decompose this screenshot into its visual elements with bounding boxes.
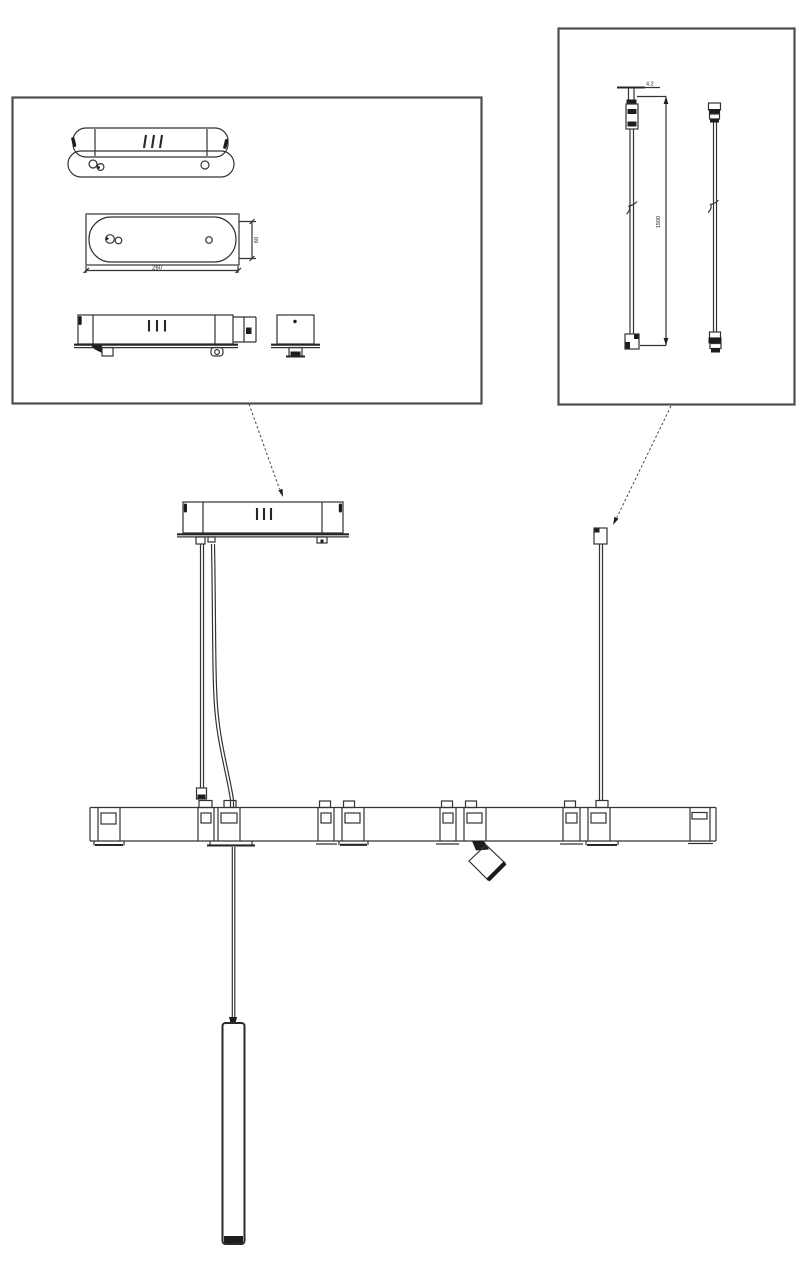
track-connector-pair-1 [197, 799, 255, 847]
mounting-foot [210, 346, 224, 357]
main-canopy [177, 501, 349, 545]
break-symbol [707, 199, 719, 213]
suspension-cable-with-gripper: 4.2 1500 [617, 82, 669, 350]
screw-hole [96, 163, 105, 172]
cable-top-tab [595, 799, 609, 809]
canopy-perspective-view [67, 127, 235, 178]
canopy-power-cord [210, 543, 235, 807]
cables-detail-box-border [557, 27, 796, 406]
mounting-foot [316, 536, 328, 544]
track-connector-pair-3 [436, 800, 487, 845]
cable-wire [629, 129, 635, 334]
cord-top-tab [223, 799, 237, 809]
canopy-height-label: 60 [254, 237, 260, 243]
canopy-width-label: 260 [152, 266, 163, 272]
spotlight-body [468, 844, 506, 881]
cable-wire [712, 122, 718, 332]
spotlight-yoke [472, 841, 489, 851]
track-connector-pair-4 [560, 799, 619, 847]
callout-leaders [248, 403, 672, 525]
pendant-tube [221, 1022, 246, 1245]
canopy-leader-arrowhead [278, 488, 283, 497]
screw-hole [88, 159, 98, 169]
canopy-detail-box-border [11, 96, 483, 405]
track-connector-pair-2 [316, 800, 369, 846]
track-bar [89, 806, 717, 842]
break-symbol [626, 201, 638, 215]
canopy-end-view [271, 314, 320, 358]
cable-length-dimension: 1500 [637, 95, 669, 347]
cable-length-label: 1500 [656, 216, 662, 228]
mounting-foot [101, 346, 114, 357]
canopy-side-view [74, 314, 320, 358]
cable-gripper [625, 103, 639, 130]
canopy-detail-box: 260 60 [11, 96, 483, 405]
cord-gland [207, 536, 216, 543]
width-dimension: 260 [83, 266, 242, 274]
track-connector-left-end [93, 807, 125, 847]
vent-slots [142, 134, 164, 149]
canopy-drop-cable [195, 544, 208, 800]
suspension-cable-plain [707, 102, 722, 353]
cable-end-fitting [624, 333, 640, 350]
cable-loop-fitting [593, 527, 608, 545]
screw-hole [200, 160, 210, 170]
cable-top-tab [198, 799, 213, 809]
pendant-tube-assembly [221, 847, 246, 1245]
spotlight-head [468, 841, 507, 882]
dim-mark [246, 327, 252, 334]
height-dimension: 60 [239, 218, 260, 262]
cable-wire [598, 544, 604, 800]
cable-gland [195, 536, 206, 545]
pendant-tube-cap [224, 1236, 243, 1243]
cable-grip-fitting [195, 787, 208, 800]
right-suspension-cable [593, 527, 608, 800]
cable-leader-arrowhead [613, 516, 619, 525]
main-assembly [89, 501, 717, 1245]
screw-hole [114, 236, 123, 245]
track-connector-right-end [688, 807, 713, 845]
vent-slots [255, 508, 273, 520]
cable-leader-line [616, 405, 672, 518]
pendant-wire [231, 847, 236, 1022]
vent-slots [147, 320, 167, 332]
canopy-plan-view: 260 60 [83, 213, 260, 274]
screw-hole [205, 236, 213, 244]
cables-detail-box: 4.2 1500 [557, 27, 796, 406]
screw-hole [105, 234, 115, 244]
spotlight-lens-edge [486, 861, 507, 882]
cable-diameter-label: 4.2 [646, 82, 654, 88]
canopy-leader-line [248, 403, 280, 490]
